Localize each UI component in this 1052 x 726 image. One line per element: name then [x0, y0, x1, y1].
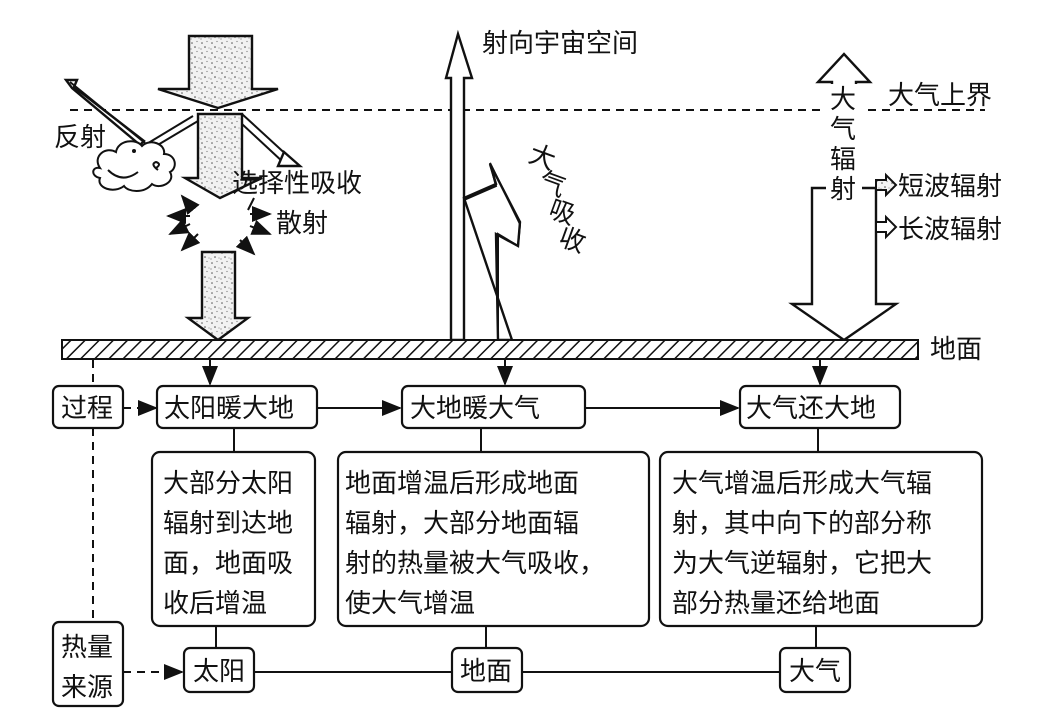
svg-text:长波辐射: 长波辐射 — [898, 215, 1002, 245]
legend-item-shortwave: 短波辐射 — [875, 172, 1002, 202]
legend-item-longwave: 长波辐射 — [875, 214, 1002, 245]
svg-text:地面增温后形成地面: 地面增温后形成地面 — [345, 469, 579, 499]
svg-text:面，地面吸: 面，地面吸 — [163, 549, 293, 579]
process-label: 过程 — [61, 394, 113, 424]
incoming-solar-arrow — [157, 34, 279, 110]
source-1-box — [182, 646, 256, 694]
svg-text:为大气逆辐射，它把大: 为大气逆辐射，它把大 — [672, 549, 932, 579]
svg-text:辐: 辐 — [830, 145, 856, 175]
svg-text:射的热量被大气吸收，: 射的热量被大气吸收， — [345, 549, 605, 579]
stage-1-description-box — [150, 450, 317, 628]
stage-2-description-box — [336, 450, 651, 628]
stage-2-description: 地面增温后形成地面 辐射，大部分地面辐 射的热量被大气吸收， 使大气增温 — [345, 469, 605, 619]
svg-text:辐射，大部分地面辐: 辐射，大部分地面辐 — [345, 509, 579, 539]
speckled-arrow-icon — [875, 172, 898, 198]
svg-text:使大气增温: 使大气增温 — [345, 589, 475, 619]
ground-radiation-to-space-arrow — [444, 29, 474, 342]
selective-absorption-arrow — [276, 150, 304, 168]
source-3-label: 大气 — [789, 657, 841, 687]
selective-absorption-label: 选择性吸收 — [232, 169, 362, 199]
stage-3-title-box — [738, 384, 902, 430]
heat-source-label-line1: 热量 — [61, 633, 113, 663]
hollow-arrow-icon — [875, 214, 898, 240]
stage-3-description: 大气增温后形成大气辐 射，其中向下的部分称 为大气逆辐射，它把大 部分热量还给地… — [672, 469, 932, 619]
stage-2-title: 大地暖大气 — [410, 394, 540, 424]
svg-text:部分热量还给地面: 部分热量还给地面 — [672, 589, 880, 619]
stage-3-description-box — [658, 450, 984, 628]
svg-text:辐射到达地: 辐射到达地 — [163, 509, 293, 539]
svg-text:气: 气 — [830, 115, 856, 145]
source-2-box — [450, 646, 524, 694]
legend: 短波辐射 长波辐射 — [875, 172, 1002, 245]
svg-text:射，其中向下的部分称: 射，其中向下的部分称 — [672, 509, 932, 539]
atmosphere-top-label: 大气上界 — [888, 81, 992, 111]
cloud-icon — [92, 140, 176, 192]
source-3-box — [778, 646, 852, 694]
ground-surface — [61, 339, 919, 360]
heat-source-label-box — [51, 620, 125, 708]
scattering-label: 散射 — [276, 209, 328, 239]
ground-solar-arrow — [184, 250, 252, 342]
stage-3-title: 大气还大地 — [746, 394, 876, 424]
reflection-label: 反射 — [54, 123, 106, 153]
svg-text:射: 射 — [830, 175, 856, 205]
atmospheric-counter-radiation-arrow — [788, 186, 900, 342]
ground-label: 地面 — [930, 335, 982, 365]
svg-text:短波辐射: 短波辐射 — [898, 172, 1002, 202]
svg-text:收后增温: 收后增温 — [163, 589, 267, 619]
atmospheric-absorption-arrow — [462, 163, 522, 342]
space-label: 射向宇宙空间 — [482, 29, 638, 59]
source-2-label: 地面 — [460, 657, 512, 687]
atmospheric-absorption-label: 大 气 吸 收 — [525, 139, 590, 259]
stage-1-title: 太阳暖大地 — [164, 394, 294, 424]
source-1-label: 太阳 — [193, 657, 245, 687]
stage-1-description: 大部分太阳 辐射到达地 面，地面吸 收后增温 — [163, 469, 293, 619]
svg-text:大部分太阳: 大部分太阳 — [163, 469, 293, 499]
svg-text:大气增温后形成大气辐: 大气增温后形成大气辐 — [672, 469, 932, 499]
atmospheric-radiation-label: 大 气 辐 射 — [830, 85, 856, 205]
svg-text:大: 大 — [830, 85, 856, 115]
heat-source-label-line2: 来源 — [61, 673, 113, 703]
scattering-arrows — [166, 194, 272, 256]
